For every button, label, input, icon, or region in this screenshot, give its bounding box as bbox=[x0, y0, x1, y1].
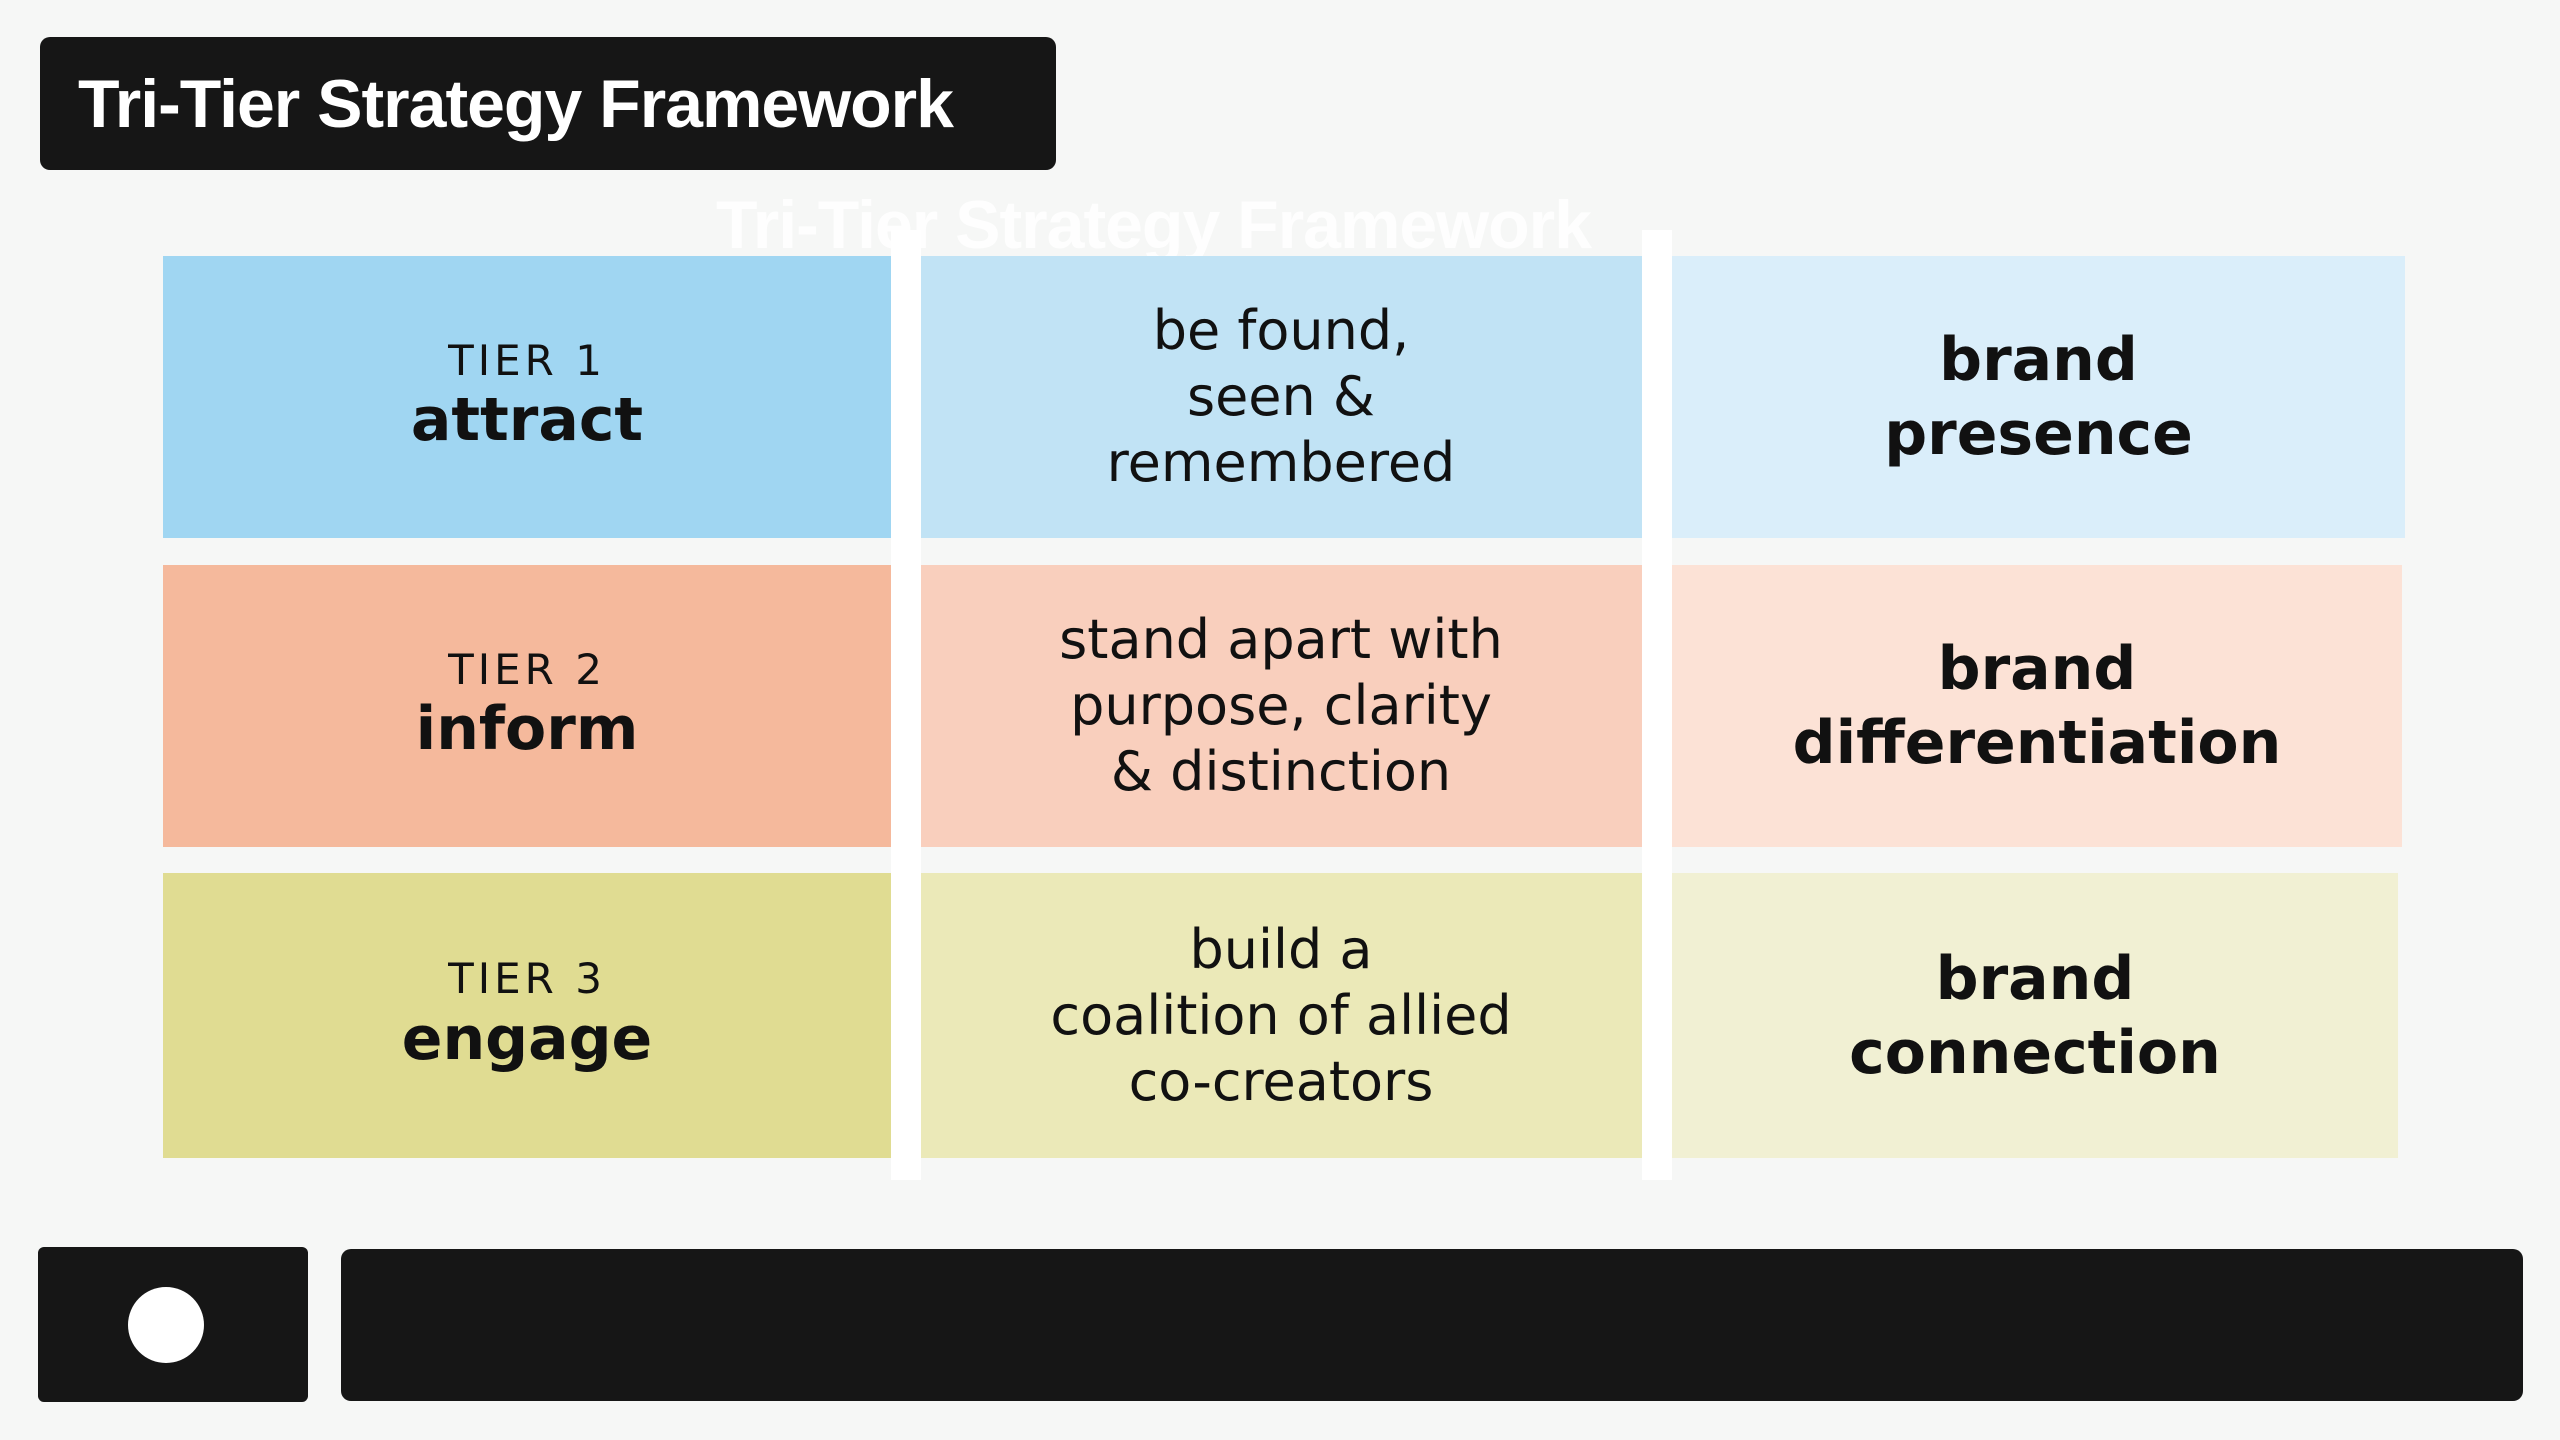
tier-2-label-cell: TIER 2 inform bbox=[163, 565, 891, 847]
tier-2-outcome-cell: brand differentiation bbox=[1672, 565, 2402, 847]
tier-1-description-line: remembered bbox=[1106, 431, 1456, 494]
tier-3-outcome-cell: brand connection bbox=[1672, 873, 2398, 1158]
tier-1-description-cell: be found, seen & remembered bbox=[920, 256, 1642, 538]
tier-3-description-line: coalition of allied bbox=[1050, 983, 1512, 1047]
tier-3-outcome-line: brand bbox=[1935, 943, 2135, 1014]
tier-3-description-line: co-creators bbox=[1128, 1049, 1434, 1113]
tier-2-name: inform bbox=[415, 694, 639, 765]
presentation-control-bar[interactable] bbox=[341, 1249, 2523, 1401]
tier-1-description-line: be found, bbox=[1152, 299, 1410, 362]
record-circle-icon[interactable] bbox=[128, 1287, 204, 1363]
tier-3-description-cell: build a coalition of allied co-creators bbox=[920, 873, 1642, 1158]
tier-2-description-cell: stand apart with purpose, clarity & dist… bbox=[920, 565, 1642, 847]
tier-1-description-line: seen & bbox=[1186, 365, 1376, 428]
tier-1-label-cell: TIER 1 attract bbox=[163, 256, 891, 538]
column-divider bbox=[891, 230, 921, 1180]
tier-1-name: attract bbox=[410, 385, 644, 456]
tier-1-outcome-cell: brand presence bbox=[1672, 256, 2405, 538]
tier-2-label: TIER 2 bbox=[448, 644, 606, 694]
tier-2-description-line: purpose, clarity bbox=[1070, 674, 1492, 737]
tier-2-outcome-line: brand bbox=[1937, 634, 2137, 704]
tier-2-outcome-line: differentiation bbox=[1792, 708, 2282, 778]
record-control-panel[interactable] bbox=[38, 1247, 308, 1402]
tier-2-description-line: stand apart with bbox=[1059, 608, 1503, 671]
ghost-title: Tri-Tier Strategy Framework bbox=[716, 187, 1592, 263]
tier-1-label: TIER 1 bbox=[448, 335, 606, 385]
tier-1-outcome-line: presence bbox=[1884, 399, 2193, 469]
tier-3-name: engage bbox=[401, 1003, 653, 1074]
page-title: Tri-Tier Strategy Framework bbox=[78, 65, 954, 142]
tier-2-description-line: & distinction bbox=[1110, 740, 1452, 803]
tier-3-label: TIER 3 bbox=[448, 954, 606, 1004]
tier-1-outcome-line: brand bbox=[1939, 325, 2138, 395]
column-divider bbox=[1642, 230, 1672, 1180]
tier-3-description-line: build a bbox=[1189, 917, 1373, 981]
tier-3-label-cell: TIER 3 engage bbox=[163, 873, 891, 1158]
title-badge: Tri-Tier Strategy Framework bbox=[40, 37, 1056, 170]
tier-3-outcome-line: connection bbox=[1849, 1017, 2221, 1088]
